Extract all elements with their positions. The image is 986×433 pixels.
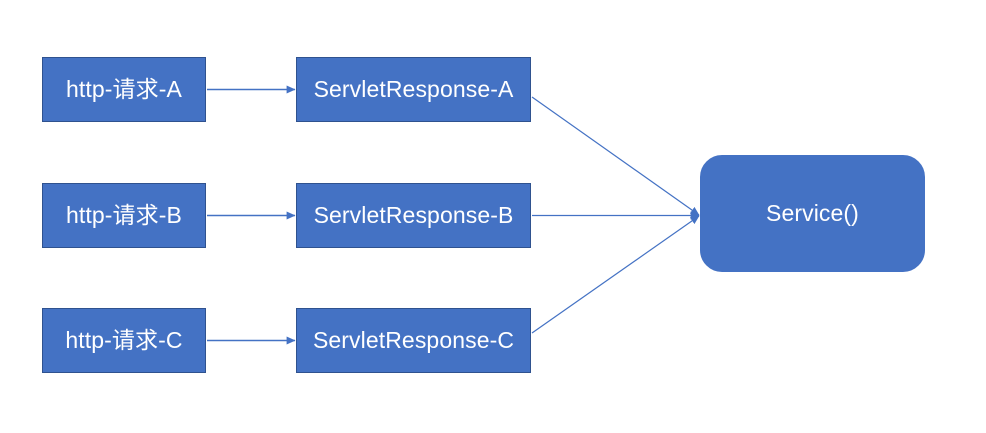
node-label: http-请求-B bbox=[66, 202, 182, 228]
node-servlet-response-c[interactable]: ServletResponse-C bbox=[296, 308, 531, 373]
node-label: ServletResponse-B bbox=[313, 202, 514, 228]
node-label: ServletResponse-C bbox=[312, 327, 515, 353]
node-service[interactable]: Service() bbox=[700, 155, 925, 272]
node-label: http-请求-A bbox=[66, 76, 182, 102]
edge-res-c-service bbox=[531, 215, 700, 334]
node-http-request-c[interactable]: http-请求-C bbox=[42, 308, 206, 373]
node-label: ServletResponse-A bbox=[313, 76, 514, 102]
node-label: http-请求-C bbox=[65, 327, 183, 353]
node-label: Service() bbox=[766, 200, 859, 226]
node-http-request-b[interactable]: http-请求-B bbox=[42, 183, 206, 248]
node-servlet-response-b[interactable]: ServletResponse-B bbox=[296, 183, 531, 248]
edge-res-a-service bbox=[531, 96, 700, 216]
node-http-request-a[interactable]: http-请求-A bbox=[42, 57, 206, 122]
node-servlet-response-a[interactable]: ServletResponse-A bbox=[296, 57, 531, 122]
